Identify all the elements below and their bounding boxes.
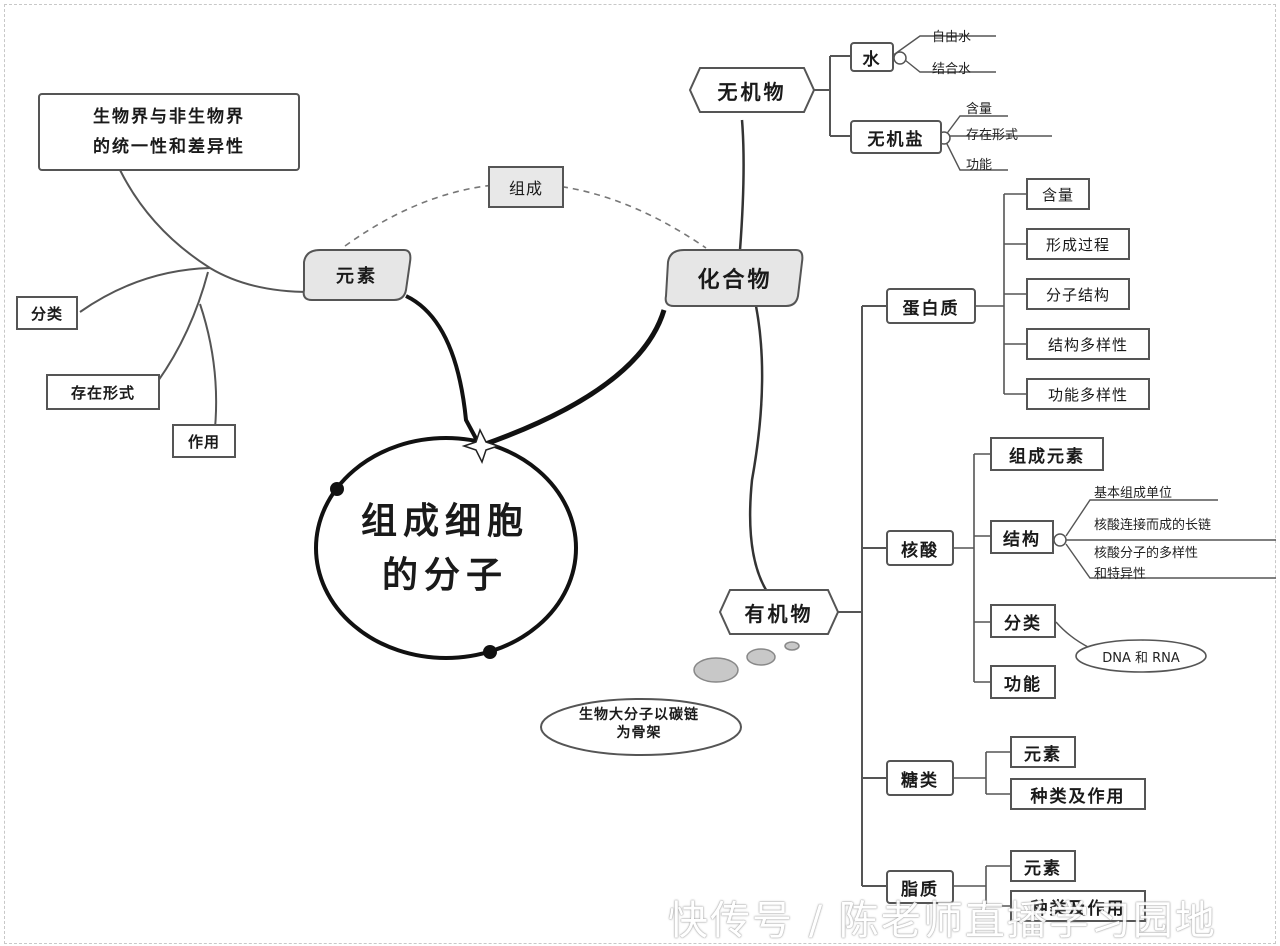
sugar-box: 糖类 bbox=[886, 760, 954, 796]
center-title-line-1: 组成细胞 bbox=[360, 501, 529, 542]
salt-content-label: 含量 bbox=[966, 102, 993, 117]
classify-box: 分类 bbox=[16, 296, 78, 330]
protein-item: 形成过程 bbox=[1026, 228, 1130, 260]
center-title: 组成细胞 的分子 bbox=[320, 495, 570, 603]
element-node: 元素 bbox=[336, 266, 378, 287]
protein-box: 蛋白质 bbox=[886, 288, 976, 324]
unity-line-1: 生物界与非生物界 bbox=[93, 107, 245, 127]
lipid-type-box: 种类及作用 bbox=[1010, 890, 1146, 922]
protein-item: 功能多样性 bbox=[1026, 378, 1150, 410]
protein-item: 分子结构 bbox=[1026, 278, 1130, 310]
dna-rna-label: DNA 和 RNA bbox=[1102, 651, 1180, 666]
salt-form-label: 存在形式 bbox=[966, 128, 1019, 143]
free-water-label: 自由水 bbox=[932, 30, 972, 45]
inorganic-node: 无机物 bbox=[717, 79, 787, 104]
nucleic-function-box: 功能 bbox=[990, 665, 1056, 699]
salt-function-label: 功能 bbox=[966, 158, 993, 173]
protein-item: 含量 bbox=[1026, 178, 1090, 210]
compose-label: 组成 bbox=[488, 166, 564, 208]
nucleic-classify-box: 分类 bbox=[990, 604, 1056, 638]
compound-node: 化合物 bbox=[697, 268, 773, 293]
unity-line-2: 的统一性和差异性 bbox=[93, 137, 245, 157]
organic-node: 有机物 bbox=[744, 601, 814, 626]
lipid-box: 脂质 bbox=[886, 870, 954, 904]
sugar-type-box: 种类及作用 bbox=[1010, 778, 1146, 810]
nucleic-acid-box: 核酸 bbox=[886, 530, 954, 566]
watermark: 快传号 / 陈老师直播学习园地 bbox=[668, 898, 1217, 944]
structure-item: 核酸连接而成的长链 bbox=[1094, 518, 1212, 533]
center-title-line-2: 的分子 bbox=[381, 555, 508, 596]
role-box: 作用 bbox=[172, 424, 236, 458]
inorganic-salt-box: 无机盐 bbox=[850, 120, 942, 154]
existence-form-box: 存在形式 bbox=[46, 374, 160, 410]
structure-item: 和特异性 bbox=[1094, 567, 1147, 582]
nucleic-elements-box: 组成元素 bbox=[990, 437, 1104, 471]
lipid-element-box: 元素 bbox=[1010, 850, 1076, 882]
sugar-element-box: 元素 bbox=[1010, 736, 1076, 768]
thought-bubble-text: 生物大分子以碳链为骨架 bbox=[579, 707, 699, 741]
structure-item: 基本组成单位 bbox=[1094, 486, 1173, 501]
water-box: 水 bbox=[850, 42, 894, 72]
nucleic-structure-box: 结构 bbox=[990, 520, 1054, 554]
structure-item: 核酸分子的多样性 bbox=[1094, 546, 1199, 561]
bound-water-label: 结合水 bbox=[932, 62, 972, 77]
unity-difference-box: 生物界与非生物界 的统一性和差异性 bbox=[38, 93, 300, 171]
protein-item: 结构多样性 bbox=[1026, 328, 1150, 360]
page-frame bbox=[4, 4, 1276, 944]
